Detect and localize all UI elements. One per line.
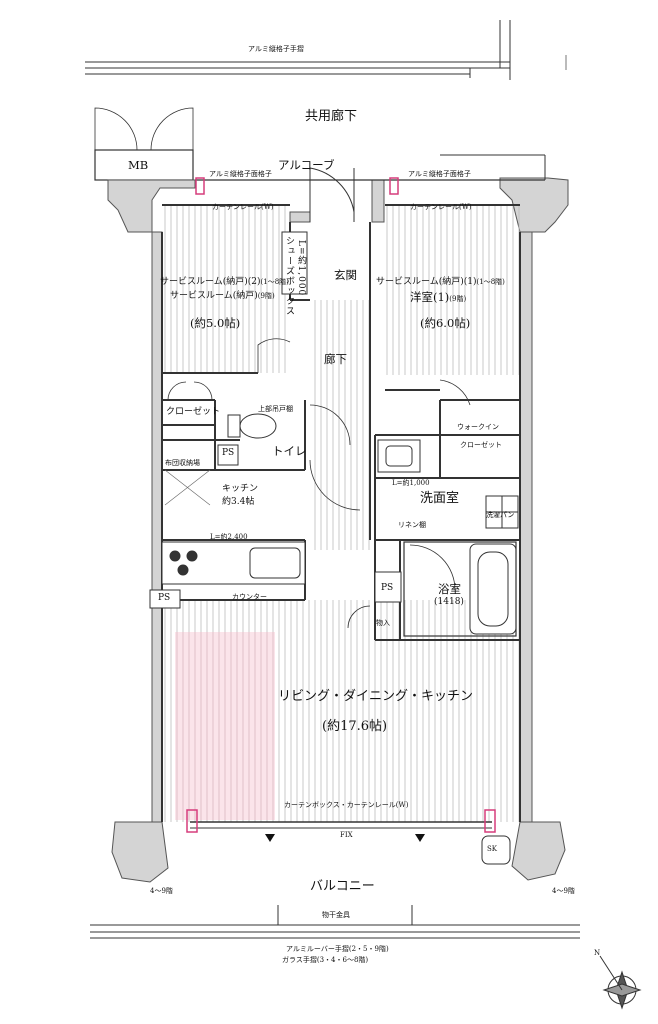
kitchen-size-label: 約3.4帖 (222, 497, 255, 507)
washbasin (377, 439, 421, 473)
storage2-label: 物入 (376, 619, 390, 627)
balcony-label: バルコニー (310, 879, 375, 894)
room2-line2-label: サービスルーム(納戸)(9階) (170, 292, 275, 301)
window-marker-right (389, 177, 399, 195)
room1-line2-text: 洋室(1) (410, 290, 450, 304)
alcove-label: アルコーブ (278, 158, 335, 172)
room1-line1-label: サービスルーム(納戸)(1)(1〜8階) (376, 278, 505, 287)
washroom-label: 洗面室 (420, 491, 460, 506)
ps2-label: PS (158, 593, 171, 603)
curtain-box-label: カーテンボックス・カーテンレール(W) (284, 801, 409, 809)
floor-right-label: 4〜9階 (552, 887, 575, 895)
interior-walls (161, 204, 521, 822)
hallway-label: 廊下 (324, 352, 347, 366)
storage-label: 布団収納場 (165, 459, 200, 467)
kitchen-length-label: L=約2,400 (210, 533, 248, 541)
room2-line1-label: サービスルーム(納戸)(2)(1〜8階) (160, 278, 289, 287)
railing-bottom-label-1: アルミルーバー手摺(2・5・9階) (286, 945, 389, 953)
room2-line1-note: (1〜8階) (260, 278, 289, 286)
alcove-wall (195, 154, 546, 181)
closet-label: クローゼット (166, 407, 221, 417)
top-railing (85, 20, 567, 80)
kitchen-counter (161, 541, 306, 585)
room2-door[interactable] (257, 338, 291, 373)
ps-box-1 (217, 444, 239, 466)
ps-box-2 (149, 589, 181, 609)
entrance-label: 玄関 (334, 268, 357, 282)
north-compass-icon (599, 955, 642, 1010)
balcony-window (186, 809, 496, 842)
storage-cross (164, 469, 211, 506)
upper-cabinet-label: 上部吊戸棚 (258, 405, 293, 413)
bath-outline (403, 541, 517, 637)
ps3-label: PS (381, 583, 394, 593)
ps-box-3 (374, 571, 402, 603)
shoe-box (281, 231, 308, 295)
room2-line2-note: (9階) (257, 292, 275, 300)
bath-door[interactable] (409, 544, 456, 591)
curtain-right-label: カーテンレール(W) (410, 203, 472, 211)
kitchen-label: キッチン (222, 484, 259, 494)
shoebox-length-label: L=約1,000 (296, 240, 306, 297)
room1-door[interactable] (439, 379, 471, 406)
entry-door[interactable] (309, 167, 355, 222)
lattice-left-label: アルミ縦格子面格子 (209, 170, 272, 178)
hardware-label: 物干金具 (322, 911, 350, 919)
bath-label: 浴室 (438, 582, 461, 596)
wash-length-label: L=約1,000 (392, 479, 430, 487)
curtain-left-label: カーテンレール(W) (212, 203, 274, 211)
bath-size-label: (1418) (434, 597, 464, 607)
closet-doors[interactable] (167, 381, 213, 401)
railing-bottom-label-2: ガラス手摺(3・4・6〜8階) (282, 956, 369, 964)
toilet-fixture (227, 413, 277, 439)
bathtub (469, 543, 517, 635)
bottom-railing (90, 905, 580, 939)
room1-line1-note: (1〜8階) (476, 278, 505, 286)
walkin-label-2: クローゼット (460, 441, 502, 449)
north-label: N (594, 949, 601, 957)
sk-label: SK (487, 845, 498, 853)
walkin-label-1: ウォークイン (457, 423, 499, 431)
toilet-label: トイレ (272, 444, 307, 458)
room1-line1-text: サービスルーム(納戸)(1) (376, 277, 477, 287)
ldk-size-label: (約17.6帖) (322, 719, 388, 734)
room2-size-label: (約5.0帖) (190, 316, 241, 330)
shoebox-label: シューズボックス (284, 236, 294, 316)
storage2-door[interactable] (347, 605, 371, 629)
mb-label: MB (128, 158, 149, 172)
room2-line1-text: サービスルーム(納戸)(2) (160, 277, 261, 287)
floor-left-label: 4〜9階 (150, 887, 173, 895)
fix-label: FIX (340, 831, 353, 839)
room1-line2-label: 洋室(1)(9階) (410, 290, 467, 304)
window-marker-left (195, 177, 205, 195)
toilet-door[interactable] (309, 404, 351, 446)
ldk-label: リビング・ダイニング・キッチン (278, 689, 474, 704)
lattice-right-label: アルミ縦格子面格子 (408, 170, 471, 178)
ps1-label: PS (222, 448, 235, 458)
washroom-door[interactable] (309, 459, 361, 511)
railing-top-label: アルミ縦格子手摺 (248, 45, 304, 53)
washpan-label: 洗濯パン (486, 511, 515, 519)
sk-box (481, 835, 511, 865)
linen-label: リネン棚 (398, 521, 426, 529)
counter-label: カウンター (232, 593, 267, 601)
floor-hatching (162, 205, 520, 822)
washing-pan (485, 495, 519, 529)
room1-size-label: (約6.0帖) (420, 316, 471, 330)
room2-line2-text: サービスルーム(納戸) (170, 291, 258, 301)
room1-line2-note: (9階) (449, 295, 467, 303)
corridor-label: 共用廊下 (305, 109, 358, 124)
